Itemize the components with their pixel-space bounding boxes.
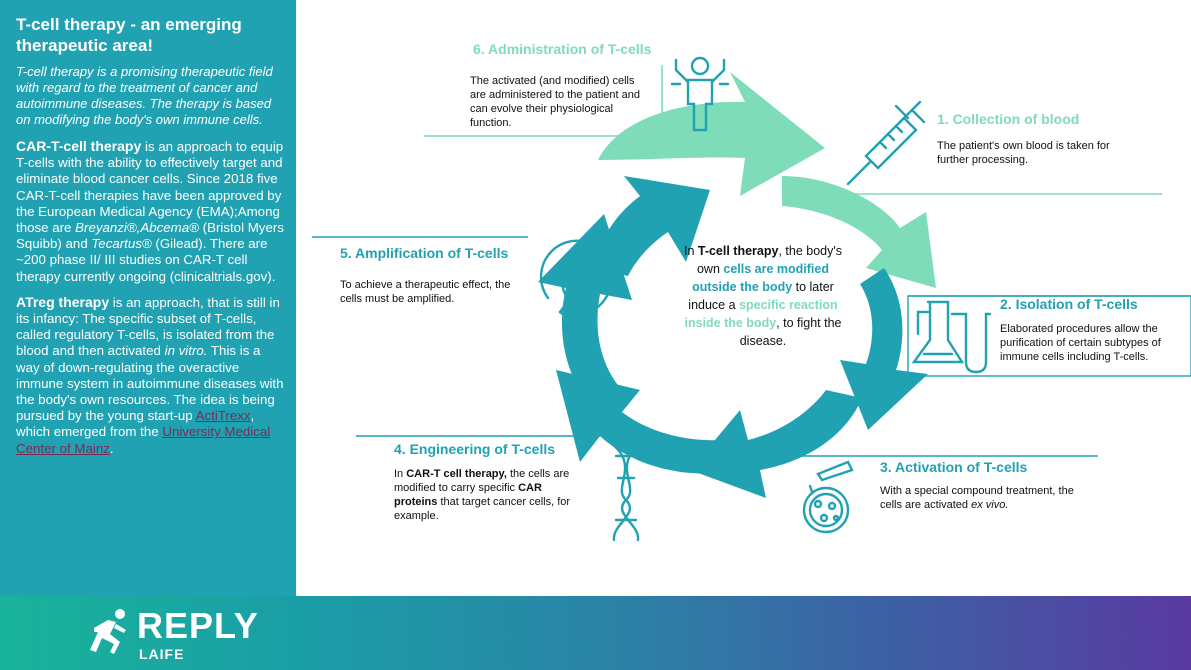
treg-paragraph: ATreg therapy is an approach, that is st… bbox=[16, 294, 286, 457]
dna-icon bbox=[610, 442, 642, 542]
center-highlight: cells are modified outside the body bbox=[692, 262, 829, 294]
sidebar-title: T-cell therapy - an emerging therapeutic… bbox=[16, 15, 242, 55]
therapy-cycle-diagram bbox=[312, 56, 1191, 542]
petri-dish-icon bbox=[802, 460, 854, 534]
treg-term: ATreg therapy bbox=[16, 293, 110, 310]
car-drug: Breyanzi®,Abcema® bbox=[75, 220, 199, 236]
person-icon bbox=[670, 56, 730, 132]
arrow-3 bbox=[690, 390, 862, 498]
step-1-title: 1. Collection of blood bbox=[937, 111, 1080, 127]
step-3-desc-text: ex vivo. bbox=[971, 499, 1009, 511]
step-2-desc: Elaborated procedures allow the purifica… bbox=[1000, 323, 1161, 363]
cycle-arrows bbox=[538, 72, 936, 498]
step-5-title: 5. Amplification of T-cells bbox=[340, 245, 509, 261]
center-text: , the body's own bbox=[696, 244, 843, 276]
box-border-2 bbox=[907, 295, 1191, 377]
step-2-title: 2. Isolation of T-cells bbox=[1000, 296, 1138, 312]
step-4-desc-text: In bbox=[394, 468, 407, 480]
sidebar-intro: T-cell therapy is a promising therapeuti… bbox=[16, 64, 273, 127]
center-text: In bbox=[683, 244, 698, 258]
brand-sub: LAIFE bbox=[139, 646, 185, 662]
step-5-desc: To achieve a therapeutic effect, the cel… bbox=[340, 279, 511, 305]
step-3-desc: With a special compound treatment, the c… bbox=[880, 484, 1080, 512]
arrow-5b bbox=[594, 176, 710, 276]
step-4-desc-text: CAR proteins bbox=[394, 482, 542, 508]
step-6-title: 6. Administration of T-cells bbox=[473, 41, 652, 57]
step-1-desc: The patient's own blood is taken for fur… bbox=[937, 140, 1110, 166]
flask-cycle-icon bbox=[539, 236, 613, 320]
car-text: (Gilead). There are ~200 phase II/ III s… bbox=[16, 236, 276, 284]
treg-text: , which emerged from the bbox=[16, 408, 255, 440]
car-drug: Tecartus® bbox=[91, 236, 152, 252]
step-4-desc-text: that target cancer cells, for example. bbox=[394, 496, 571, 522]
car-term: CAR-T-cell therapy bbox=[16, 138, 142, 154]
step-4-desc-text: CAR-T cell therapy, bbox=[406, 468, 507, 480]
brand-name: REPLY bbox=[137, 605, 259, 646]
center-highlight: specific reaction inside the body bbox=[684, 298, 838, 330]
treg-text: in vitro. bbox=[164, 343, 208, 359]
arrow-1 bbox=[782, 176, 936, 288]
center-text: T-cell therapy bbox=[697, 244, 779, 258]
arrow-6 bbox=[598, 72, 825, 196]
center-summary: In T-cell therapy, the body's own cells … bbox=[683, 242, 843, 350]
center-text: , to fight the disease. bbox=[739, 316, 842, 348]
step-3-desc-text: With a special compound treatment, the c… bbox=[880, 485, 1074, 511]
step-4-title: 4. Engineering of T-cells bbox=[394, 441, 556, 457]
car-text: is an approach to equip T-cells with the… bbox=[16, 139, 284, 236]
car-paragraph: CAR-T-cell therapy is an approach to equ… bbox=[16, 138, 286, 285]
step-3-title: 3. Activation of T-cells bbox=[880, 459, 1028, 475]
actitrexx-link[interactable]: ActiTrexx bbox=[195, 408, 251, 424]
treg-text: . bbox=[109, 440, 114, 456]
car-text: (Bristol Myers Squibb) and bbox=[16, 220, 284, 252]
lab-flasks-icon bbox=[911, 300, 992, 374]
step-4-desc: In CAR-T cell therapy, the cells are mod… bbox=[394, 467, 580, 523]
step-4-desc-text: the cells are modified to carry specific bbox=[394, 468, 570, 494]
treg-text: is an approach, that is still in its inf… bbox=[16, 294, 280, 359]
step-6-desc: The activated (and modified) cells are a… bbox=[470, 75, 641, 129]
syringe-icon bbox=[846, 100, 926, 186]
runner-logo-icon bbox=[90, 609, 126, 654]
arrow-2 bbox=[840, 268, 928, 430]
university-link[interactable]: University Medical Center of Mainz bbox=[16, 424, 271, 456]
sidebar-panel: T-cell therapy - an emerging therapeutic… bbox=[0, 0, 296, 596]
footer-bar bbox=[0, 596, 1191, 670]
treg-text: This is a way of down-regulating the ove… bbox=[16, 343, 284, 424]
center-text: to later induce a bbox=[688, 280, 834, 312]
